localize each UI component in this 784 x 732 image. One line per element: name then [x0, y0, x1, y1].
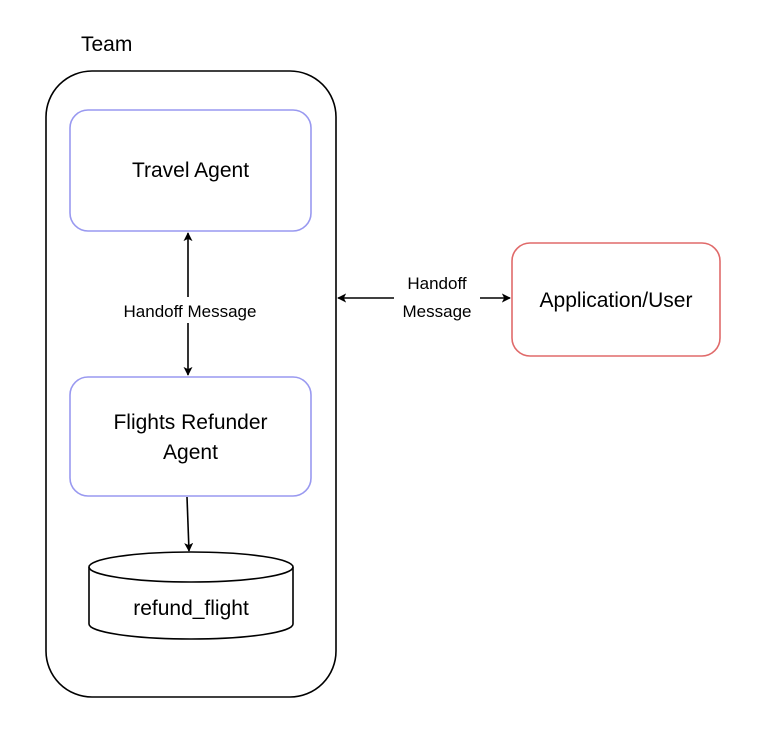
team-app-handoff-edge: Handoff Message — [337, 270, 511, 324]
team-app-handoff-label-line2: Message — [403, 302, 472, 321]
application-user-label: Application/User — [540, 289, 693, 312]
refund-flight-label: refund_flight — [133, 597, 249, 620]
flights-refunder-label-line1: Flights Refunder — [113, 411, 267, 434]
agents-handoff-label-bg — [108, 297, 272, 323]
refunder-to-tool-edge — [184, 496, 194, 552]
refund-flight-cylinder-body[interactable] — [88, 567, 294, 640]
travel-agent-node[interactable]: Travel Agent — [69, 109, 312, 232]
application-user-box[interactable] — [511, 242, 721, 357]
team-app-handoff-label-line1: Handoff — [407, 274, 467, 293]
team-label: Team — [81, 33, 132, 56]
refunder-to-tool-arrow — [184, 496, 194, 552]
refund-flight-cylinder-top — [88, 551, 294, 583]
flights-refunder-agent-box[interactable] — [69, 376, 312, 497]
travel-agent-label: Travel Agent — [132, 159, 249, 182]
application-user-node[interactable]: Application/User — [511, 242, 721, 357]
agents-handoff-edge: Handoff Message — [108, 232, 272, 376]
travel-agent-box[interactable] — [69, 109, 312, 232]
flights-refunder-agent-node[interactable]: Flights Refunder Agent — [69, 376, 312, 497]
team-app-handoff-label-bg — [394, 270, 480, 324]
flights-refunder-label-line2: Agent — [163, 441, 218, 464]
agents-handoff-label: Handoff Message — [124, 302, 257, 321]
refund-flight-tool-node[interactable]: refund_flight — [88, 551, 294, 640]
